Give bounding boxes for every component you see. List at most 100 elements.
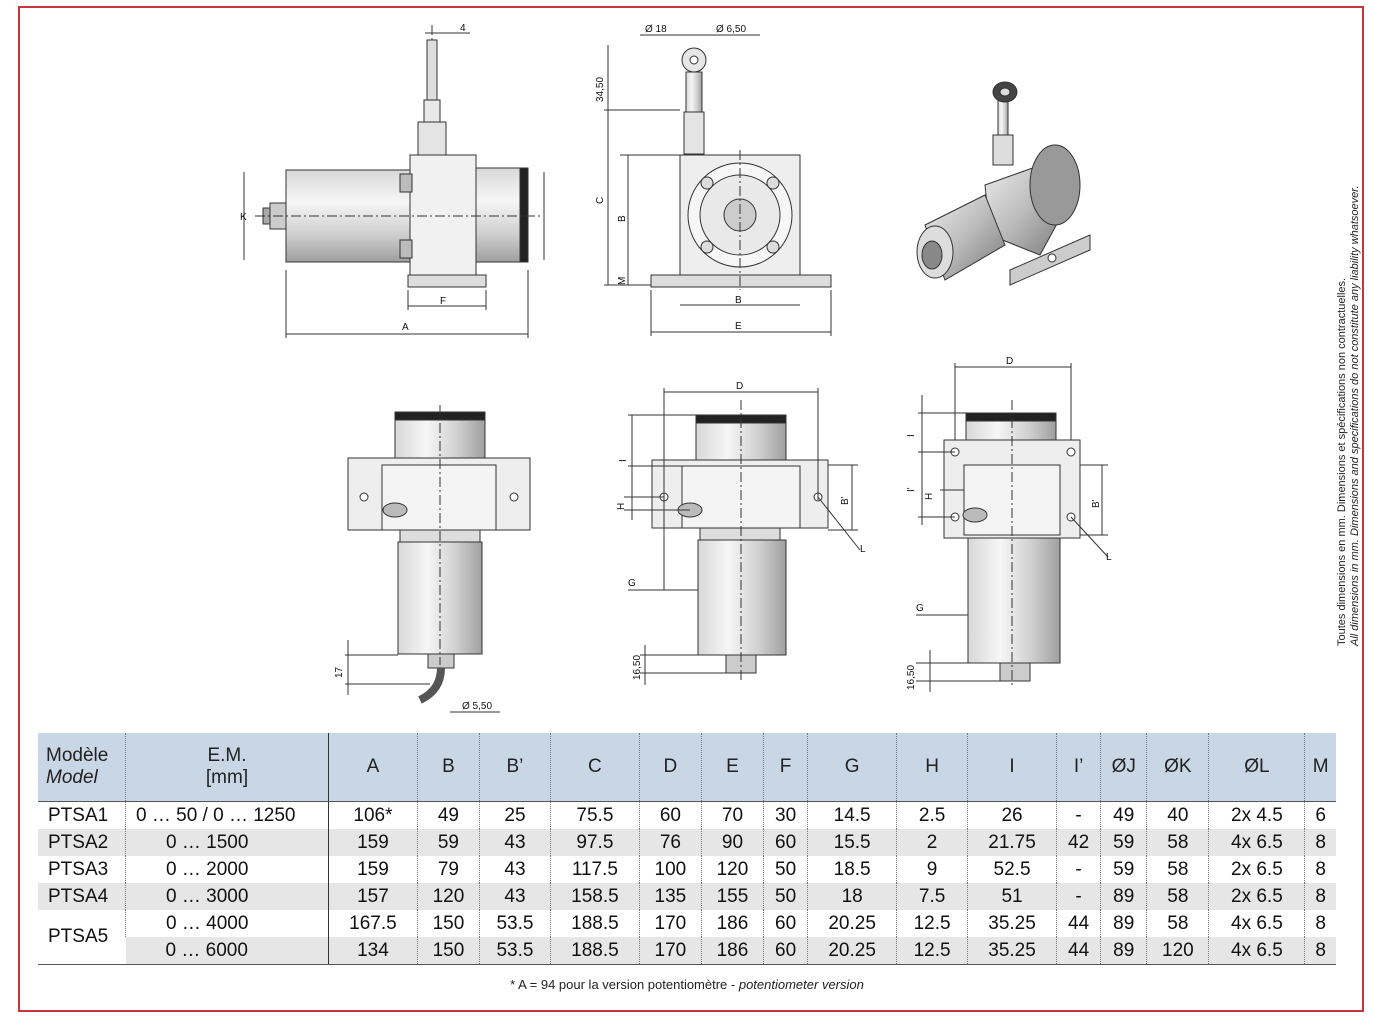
value-cell: 8 — [1304, 829, 1336, 856]
header-model-en: Model — [46, 767, 98, 788]
value-cell: 186 — [700, 910, 764, 937]
value-cell: 90 — [700, 829, 764, 856]
value-cell: 8 — [1304, 937, 1336, 965]
value-cell: 89 — [1100, 910, 1147, 937]
dim-label: E — [735, 321, 742, 332]
header-em-line2: [mm] — [205, 767, 249, 788]
top-view-left — [345, 405, 531, 713]
value-cell: 100 — [638, 856, 702, 883]
header-model-fr: Modèle — [46, 745, 109, 766]
value-cell: 42 — [1055, 829, 1101, 856]
dim-label: D — [736, 381, 743, 392]
model-cell: PTSA2 — [38, 829, 126, 856]
value-cell: 4x 6.5 — [1208, 910, 1305, 937]
header-col: ØL — [1208, 733, 1305, 802]
value-cell: 6 — [1304, 801, 1336, 829]
value-cell: 25 — [478, 801, 551, 829]
value-cell: 167.5 — [328, 910, 418, 937]
value-cell: 170 — [638, 910, 702, 937]
dim-label: A — [402, 322, 409, 333]
dim-label: 4 — [460, 23, 466, 34]
value-cell: 8 — [1304, 910, 1336, 937]
top-view-right — [916, 363, 1109, 692]
isometric-view — [916, 81, 1091, 286]
technical-drawings: 4 K F A Ø 18 Ø 6,50 34,50 C B M B E — [240, 23, 1112, 713]
dim-label: 17 — [334, 666, 345, 678]
dim-label: C — [595, 197, 606, 204]
dimensions-table: Modèle Model E.M. [mm] A B B’ C D E F G … — [38, 733, 1336, 965]
value-cell: 35.25 — [967, 937, 1057, 965]
footnote: * A = 94 pour la version potentiomètre -… — [0, 977, 1374, 992]
header-col: I’ — [1055, 733, 1101, 802]
value-cell: 58 — [1146, 829, 1209, 856]
header-col: B — [416, 733, 480, 802]
dim-label: L — [860, 544, 866, 555]
value-cell: 75.5 — [549, 801, 640, 829]
value-cell: 53.5 — [478, 937, 551, 965]
value-cell: 158.5 — [549, 883, 640, 910]
value-cell: 170 — [638, 937, 702, 965]
dim-label: Ø 6,50 — [716, 24, 746, 35]
value-cell: 58 — [1146, 856, 1209, 883]
value-cell: 21.75 — [967, 829, 1057, 856]
value-cell: 70 — [700, 801, 764, 829]
header-col: B’ — [478, 733, 551, 802]
em-cell: 0 … 50 / 0 … 1250 — [125, 801, 329, 829]
value-cell: 15.5 — [807, 829, 897, 856]
value-cell: 76 — [638, 829, 702, 856]
dim-label: B — [735, 295, 742, 306]
dim-label: B' — [1091, 499, 1102, 508]
header-col: A — [328, 733, 418, 802]
value-cell: 159 — [328, 856, 418, 883]
value-cell: 134 — [328, 937, 418, 965]
value-cell: 60 — [762, 937, 808, 965]
value-cell: 59 — [1100, 856, 1147, 883]
side-view — [243, 25, 545, 338]
value-cell: 58 — [1146, 910, 1209, 937]
value-cell: 120 — [416, 883, 480, 910]
value-cell: 97.5 — [549, 829, 640, 856]
value-cell: 60 — [638, 801, 702, 829]
value-cell: 12.5 — [896, 937, 968, 965]
value-cell: 150 — [416, 910, 480, 937]
model-cell: PTSA3 — [48, 858, 109, 880]
disclaimer-fr: Toutes dimensions en mm. Dimensions et s… — [1336, 277, 1348, 646]
value-cell: 30 — [762, 801, 808, 829]
value-cell: 35.25 — [967, 910, 1057, 937]
value-cell: 50 — [762, 856, 808, 883]
dim-label: 16,50 — [906, 665, 917, 690]
value-cell: 59 — [416, 829, 480, 856]
value-cell: 43 — [478, 883, 551, 910]
value-cell: 89 — [1100, 883, 1147, 910]
header-col: ØK — [1146, 733, 1209, 802]
value-cell: 2.5 — [896, 801, 968, 829]
front-view — [604, 34, 832, 336]
model-cell: PTSA5 — [38, 910, 126, 965]
value-cell: 51 — [967, 883, 1057, 910]
value-cell: 60 — [762, 910, 808, 937]
dim-label: B — [617, 215, 628, 222]
value-cell: 159 — [328, 829, 418, 856]
value-cell: 155 — [700, 883, 764, 910]
value-cell: 89 — [1100, 937, 1147, 965]
top-view-middle — [624, 388, 861, 685]
dim-label: H — [616, 503, 627, 510]
header-col: E — [700, 733, 764, 802]
dim-label: Ø 5,50 — [462, 701, 492, 712]
header-em: E.M. [mm] — [125, 733, 329, 802]
value-cell: 117.5 — [549, 856, 640, 883]
page-frame — [18, 6, 1364, 1012]
value-cell: 157 — [328, 883, 418, 910]
value-cell: - — [1055, 801, 1101, 829]
value-cell: 4x 6.5 — [1208, 829, 1305, 856]
dim-label: 16,50 — [632, 655, 643, 680]
value-cell: 8 — [1304, 856, 1336, 883]
dim-label: M — [617, 277, 628, 285]
dim-label: L — [1106, 552, 1112, 563]
dim-label: K — [240, 212, 247, 223]
